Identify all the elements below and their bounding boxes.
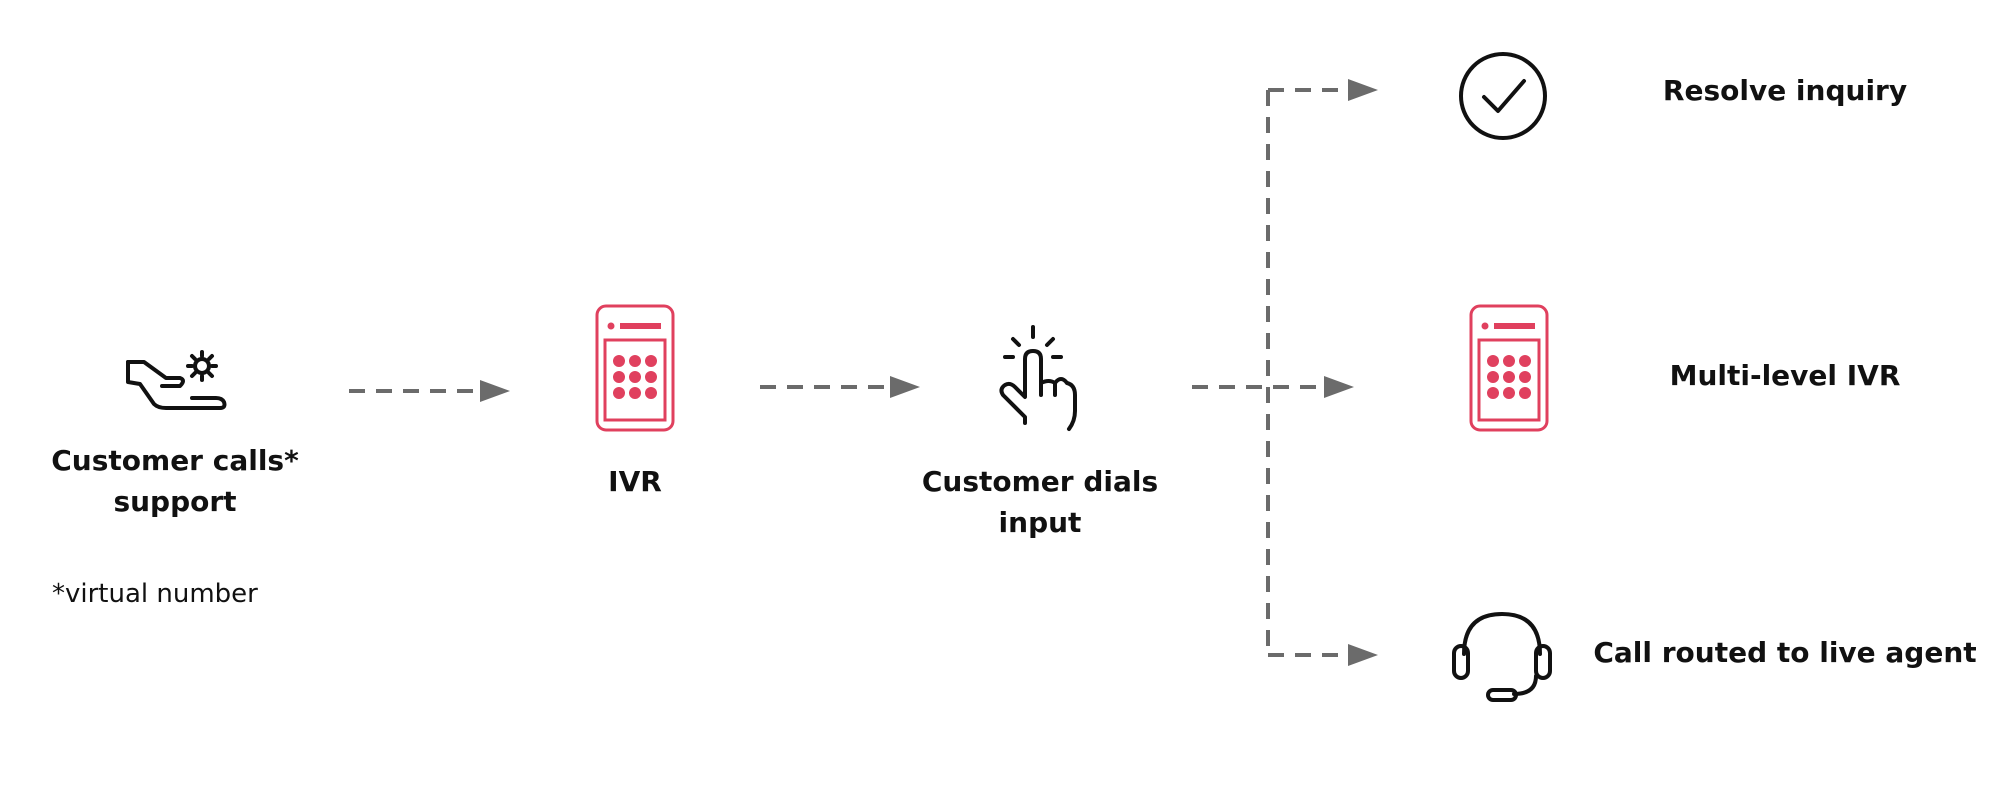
node-ivr-label: IVR <box>535 461 735 502</box>
label-line: IVR <box>608 465 662 498</box>
check-circle-icon <box>1459 52 1547 140</box>
label-line: Customer calls* <box>51 444 299 477</box>
node-customer-dials-label: Customer dials input <box>890 461 1190 543</box>
keypad-phone-icon <box>595 304 675 432</box>
label-line: Call routed to live agent <box>1593 636 1977 669</box>
arrowhead-agent <box>1348 644 1378 666</box>
arrowhead-dials <box>890 376 920 398</box>
footnote: *virtual number <box>52 579 258 609</box>
headset-icon <box>1452 612 1552 702</box>
node-resolve-label: Resolve inquiry <box>1600 70 1970 111</box>
node-multi-ivr-label: Multi-level IVR <box>1600 355 1970 396</box>
label-line: support <box>113 485 237 518</box>
arrowhead-resolve <box>1348 79 1378 101</box>
arrowhead-multi <box>1324 376 1354 398</box>
arrowhead-ivr <box>480 380 510 402</box>
label-line: input <box>998 506 1082 539</box>
tap-finger-icon <box>999 325 1077 431</box>
label-line: Multi-level IVR <box>1669 359 1901 392</box>
hand-gear-icon <box>126 350 227 410</box>
keypad-phone-icon <box>1469 304 1549 432</box>
node-customer-calls-label: Customer calls* support <box>30 440 320 522</box>
label-line: Customer dials <box>921 465 1159 498</box>
label-line: Resolve inquiry <box>1662 74 1908 107</box>
node-live-agent-label: Call routed to live agent <box>1570 632 2000 673</box>
